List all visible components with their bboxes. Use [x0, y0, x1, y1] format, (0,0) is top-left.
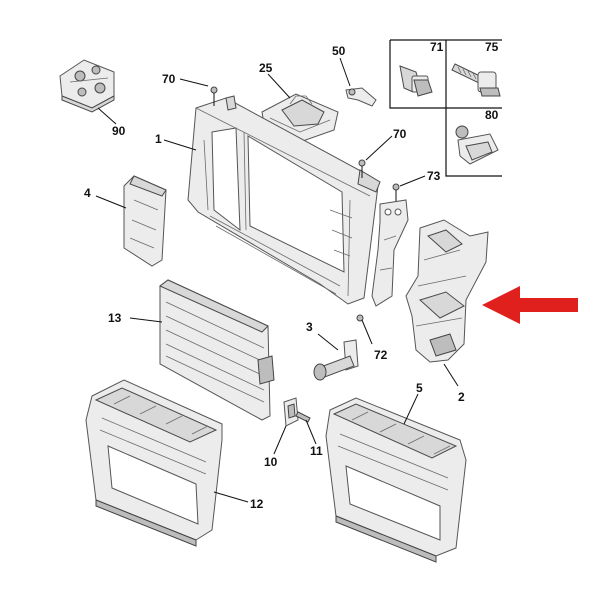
callout-70-right: 70 [393, 127, 407, 141]
callout-73: 73 [427, 169, 441, 183]
part-11-screw-drawing [295, 411, 311, 423]
inset-grid-lines [389, 39, 502, 177]
part-3-actuator-drawing [313, 339, 359, 381]
callout-75-inset: 75 [485, 40, 499, 54]
part-50-drawing [345, 87, 377, 107]
callout-4: 4 [84, 186, 91, 200]
callout-72: 72 [374, 348, 388, 362]
callout-11: 11 [310, 444, 323, 458]
callout-90: 90 [112, 124, 126, 138]
part-73-bracket-drawing [356, 183, 409, 322]
part-13-shutter-drawing [159, 279, 275, 421]
part-5-frame-drawing [325, 397, 467, 563]
callout-12: 12 [250, 497, 264, 511]
bolt-75-drawing [451, 63, 501, 97]
bolt-70a-drawing [210, 86, 218, 106]
red-pointer-arrow [482, 286, 578, 324]
callout-71-inset: 71 [430, 40, 444, 54]
bolt-71-drawing [399, 65, 433, 97]
part-12-frame-drawing [85, 379, 223, 547]
part-2-duct-drawing [405, 219, 489, 363]
callout-2: 2 [458, 390, 465, 404]
callout-3: 3 [306, 320, 313, 334]
callout-labels: 70 25 50 90 1 70 73 4 13 3 72 2 5 10 11 … [84, 40, 499, 511]
leader-lines [95, 57, 459, 503]
part-90-drawing [59, 59, 115, 113]
callout-10: 10 [264, 455, 278, 469]
part-10-sensor-drawing [283, 397, 299, 427]
callout-5: 5 [416, 381, 423, 395]
callout-25: 25 [259, 61, 273, 75]
callout-50: 50 [332, 44, 346, 58]
callout-13: 13 [108, 311, 122, 325]
bolt-70b-drawing [358, 159, 366, 178]
clip-80-drawing [455, 125, 499, 165]
fastener-inset-panel [389, 39, 502, 177]
callout-70-top-left: 70 [162, 72, 176, 86]
part-4-drawing [123, 175, 167, 267]
part-1-frame-drawing [187, 95, 381, 305]
callout-80-inset: 80 [485, 108, 499, 122]
callout-1: 1 [155, 132, 162, 146]
